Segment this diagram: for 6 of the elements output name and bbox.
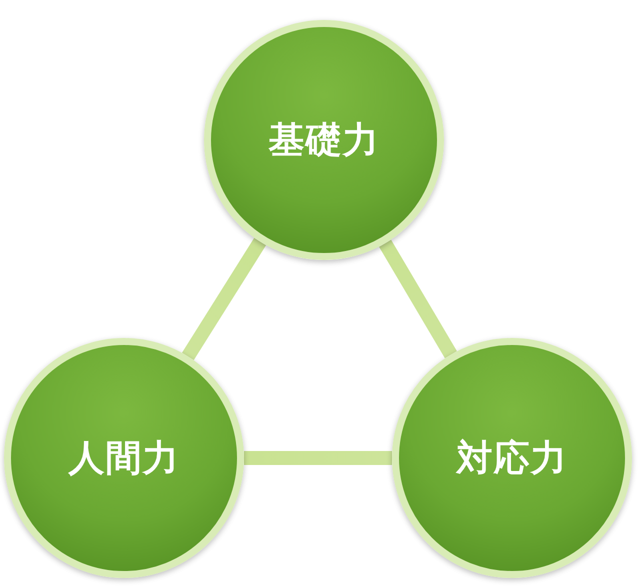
node-label: 人間力 xyxy=(68,436,180,480)
node-label: 対応力 xyxy=(456,436,568,480)
node-label: 基礎力 xyxy=(268,118,380,162)
connector-line xyxy=(182,238,266,360)
connector-line xyxy=(379,240,457,358)
connector-line xyxy=(244,451,392,465)
